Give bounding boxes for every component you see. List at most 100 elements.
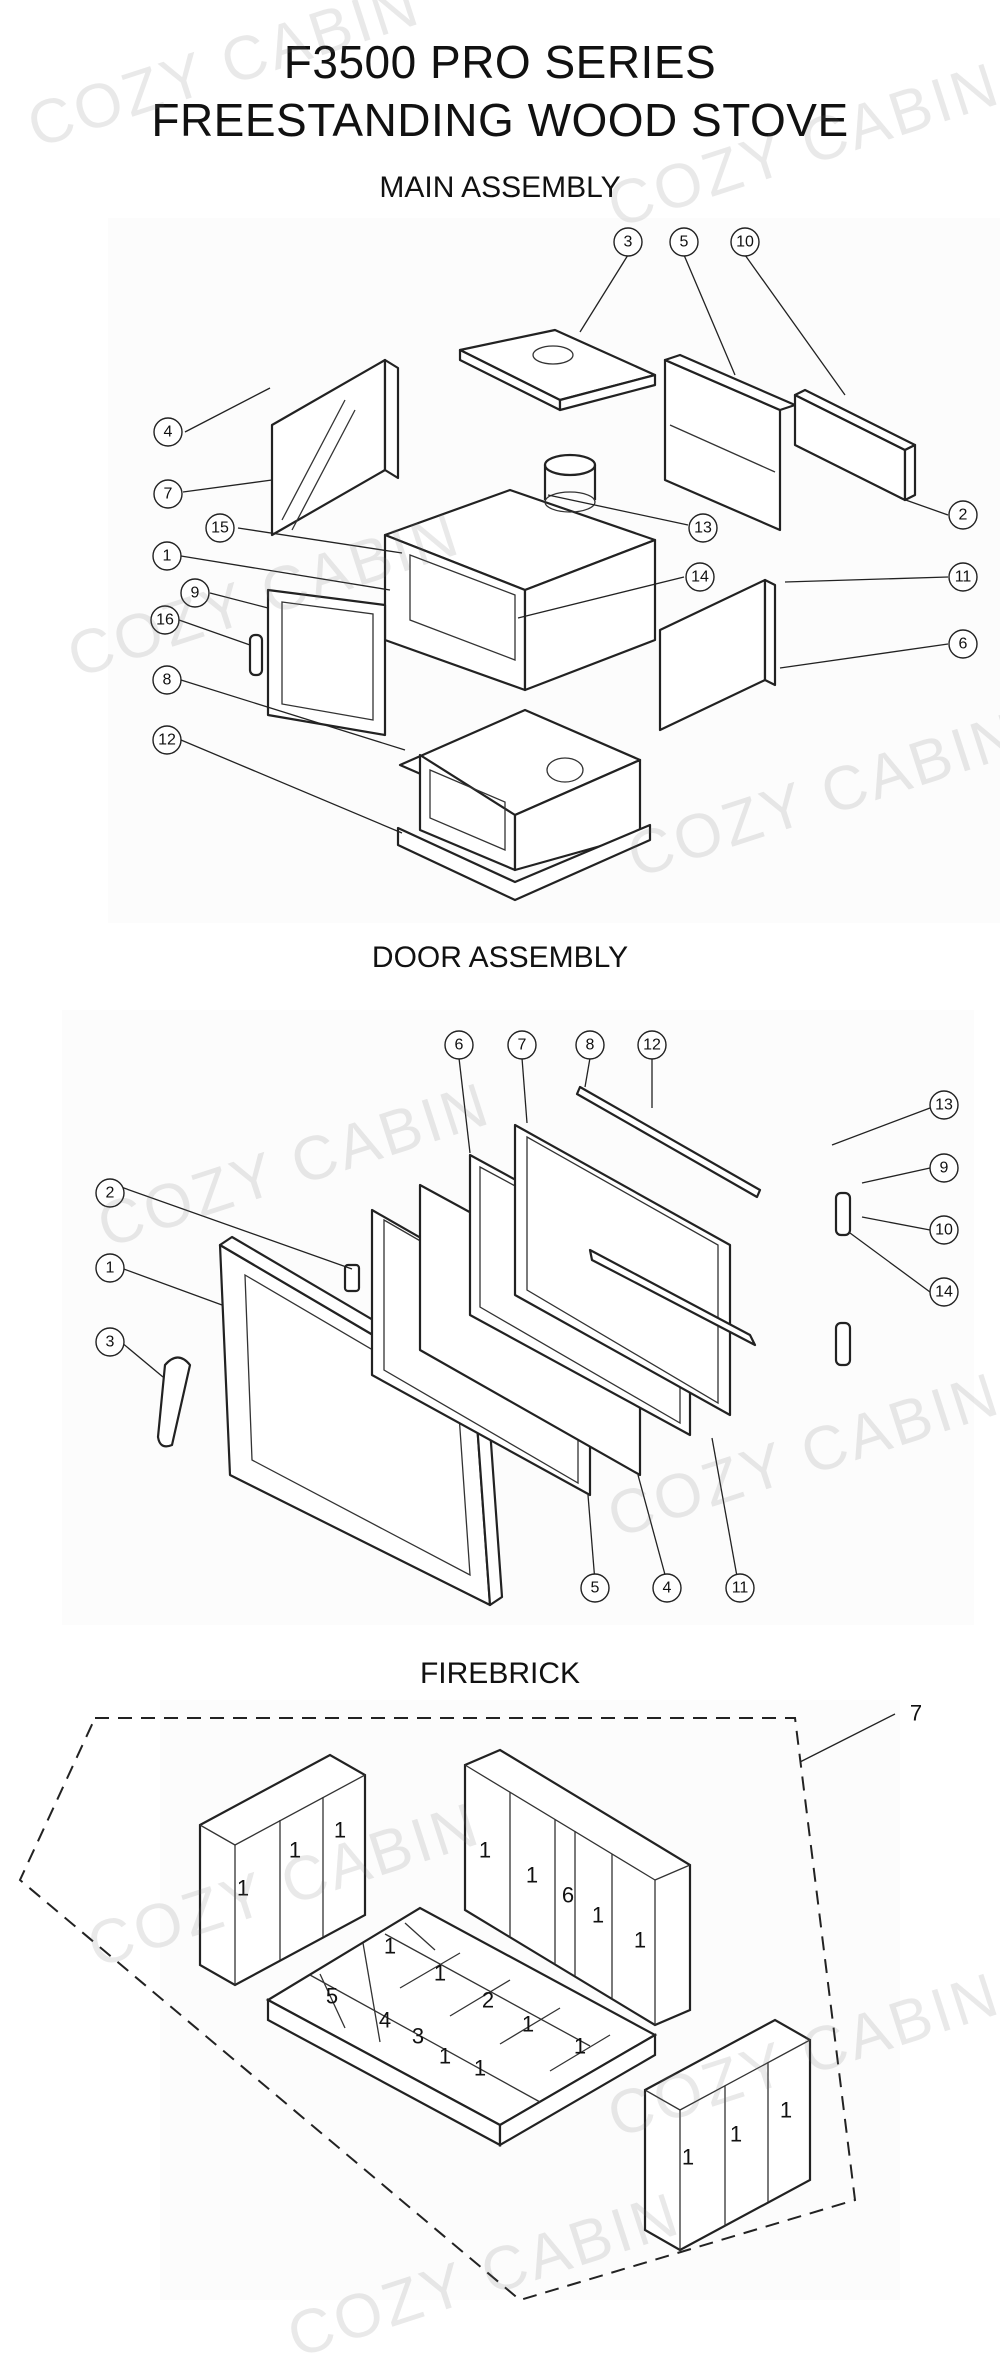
title-line-2: FREESTANDING WOOD STOVE: [151, 94, 849, 146]
svg-text:1: 1: [780, 2098, 792, 2123]
callout-7: 7: [507, 1030, 537, 1060]
svg-text:5: 5: [591, 1580, 600, 1597]
pedestal-base: [396, 708, 652, 902]
svg-text:13: 13: [935, 1097, 953, 1114]
door-assembly-diagram: 6 7 8 12 13 9 2 10 1 14 3 5 4 11: [0, 1005, 1000, 1625]
callout-15: 15: [205, 513, 235, 543]
svg-text:4: 4: [663, 1580, 672, 1597]
svg-text:1: 1: [289, 1838, 301, 1863]
svg-text:3: 3: [412, 2024, 424, 2049]
door-latch: [343, 1263, 361, 1293]
svg-text:2: 2: [482, 1988, 494, 2013]
svg-text:1: 1: [439, 2044, 451, 2069]
callout-4: 4: [652, 1573, 682, 1603]
firebrick-leader: [799, 1713, 896, 1763]
svg-text:1: 1: [384, 1934, 396, 1959]
svg-text:10: 10: [736, 234, 754, 251]
svg-text:5: 5: [326, 1984, 338, 2009]
callout-9: 9: [929, 1153, 959, 1183]
firebrick-callout-7: 7: [910, 1701, 922, 1726]
right-wall-bricks: 1 1 1: [643, 2018, 812, 2252]
svg-text:9: 9: [191, 585, 200, 602]
svg-text:10: 10: [935, 1222, 953, 1239]
svg-text:6: 6: [562, 1883, 574, 1908]
svg-text:1: 1: [682, 2145, 694, 2170]
callout-10: 10: [929, 1215, 959, 1245]
callout-13: 13: [688, 513, 718, 543]
svg-text:11: 11: [732, 1580, 749, 1597]
callout-7: 7: [153, 479, 183, 509]
svg-text:7: 7: [518, 1037, 527, 1054]
main-assembly-diagram: 3 5 10 4 7 2 15 13 1 14 11 9 16 6 8 12: [0, 210, 1000, 930]
hinge-upper: [834, 1191, 852, 1237]
svg-text:3: 3: [624, 234, 633, 251]
svg-text:7: 7: [164, 486, 173, 503]
air-wash-bar: [575, 1085, 762, 1199]
svg-text:2: 2: [106, 1185, 115, 1202]
callout-12: 12: [152, 725, 182, 755]
rear-heat-shield: [663, 353, 797, 532]
svg-text:9: 9: [940, 1160, 949, 1177]
callout-5: 5: [580, 1573, 610, 1603]
left-side-shield: [270, 358, 400, 537]
svg-text:1: 1: [237, 1876, 249, 1901]
svg-text:1: 1: [526, 1863, 538, 1888]
callout-4: 4: [153, 417, 183, 447]
hinge-lower: [834, 1321, 852, 1367]
glass-retainer: [513, 1123, 757, 1417]
left-wall-bricks: 1 1 1: [198, 1753, 367, 1987]
svg-text:14: 14: [691, 569, 709, 586]
callout-6: 6: [444, 1030, 474, 1060]
callout-8: 8: [152, 665, 182, 695]
svg-text:3: 3: [106, 1334, 115, 1351]
right-side-shield: [658, 578, 777, 732]
callout-8: 8: [575, 1030, 605, 1060]
back-wall-bricks: 1 1 6 1 1: [463, 1748, 692, 2027]
callout-3: 3: [95, 1327, 125, 1357]
svg-text:14: 14: [935, 1284, 953, 1301]
callout-11: 11: [725, 1573, 755, 1603]
svg-text:1: 1: [334, 1818, 346, 1843]
svg-text:8: 8: [586, 1037, 595, 1054]
svg-text:15: 15: [211, 520, 229, 537]
callout-2: 2: [95, 1178, 125, 1208]
svg-text:11: 11: [955, 569, 972, 586]
svg-text:1: 1: [574, 2034, 586, 2059]
svg-text:2: 2: [959, 507, 968, 524]
svg-text:6: 6: [959, 636, 968, 653]
top-plate: [458, 328, 657, 412]
title-line-1: F3500 PRO SERIES: [283, 36, 717, 88]
callout-14: 14: [929, 1277, 959, 1307]
callout-6: 6: [948, 629, 978, 659]
callout-1: 1: [152, 541, 182, 571]
svg-text:8: 8: [163, 672, 172, 689]
callout-2: 2: [948, 500, 978, 530]
svg-text:16: 16: [156, 612, 174, 629]
svg-text:1: 1: [479, 1838, 491, 1863]
callout-16: 16: [150, 605, 180, 635]
callout-5: 5: [669, 227, 699, 257]
svg-text:13: 13: [694, 520, 712, 537]
svg-text:1: 1: [592, 1903, 604, 1928]
callout-14: 14: [685, 562, 715, 592]
main-assembly-title: MAIN ASSEMBLY: [379, 171, 621, 204]
svg-text:7: 7: [910, 1701, 922, 1726]
floor-bricks: 1 1 2 1 1 5 4 3 1 1: [265, 1906, 658, 2147]
firebrick-set-outline: [18, 1717, 857, 2302]
callout-11: 11: [948, 562, 978, 592]
callout-13: 13: [929, 1090, 959, 1120]
svg-text:12: 12: [158, 732, 176, 749]
svg-text:1: 1: [474, 2056, 486, 2081]
svg-text:1: 1: [522, 2012, 534, 2037]
svg-text:12: 12: [643, 1037, 661, 1054]
callout-3: 3: [613, 227, 643, 257]
main-leaders: [178, 254, 949, 834]
callout-12: 12: [637, 1030, 667, 1060]
svg-text:1: 1: [163, 548, 172, 565]
svg-text:1: 1: [730, 2122, 742, 2147]
firebrick-diagram: 7 1 1 1 1 1 6 1 1: [0, 1690, 1000, 2310]
svg-text:1: 1: [434, 1961, 446, 1986]
svg-text:5: 5: [680, 234, 689, 251]
blower-assembly: [793, 388, 917, 502]
callout-1: 1: [95, 1253, 125, 1283]
